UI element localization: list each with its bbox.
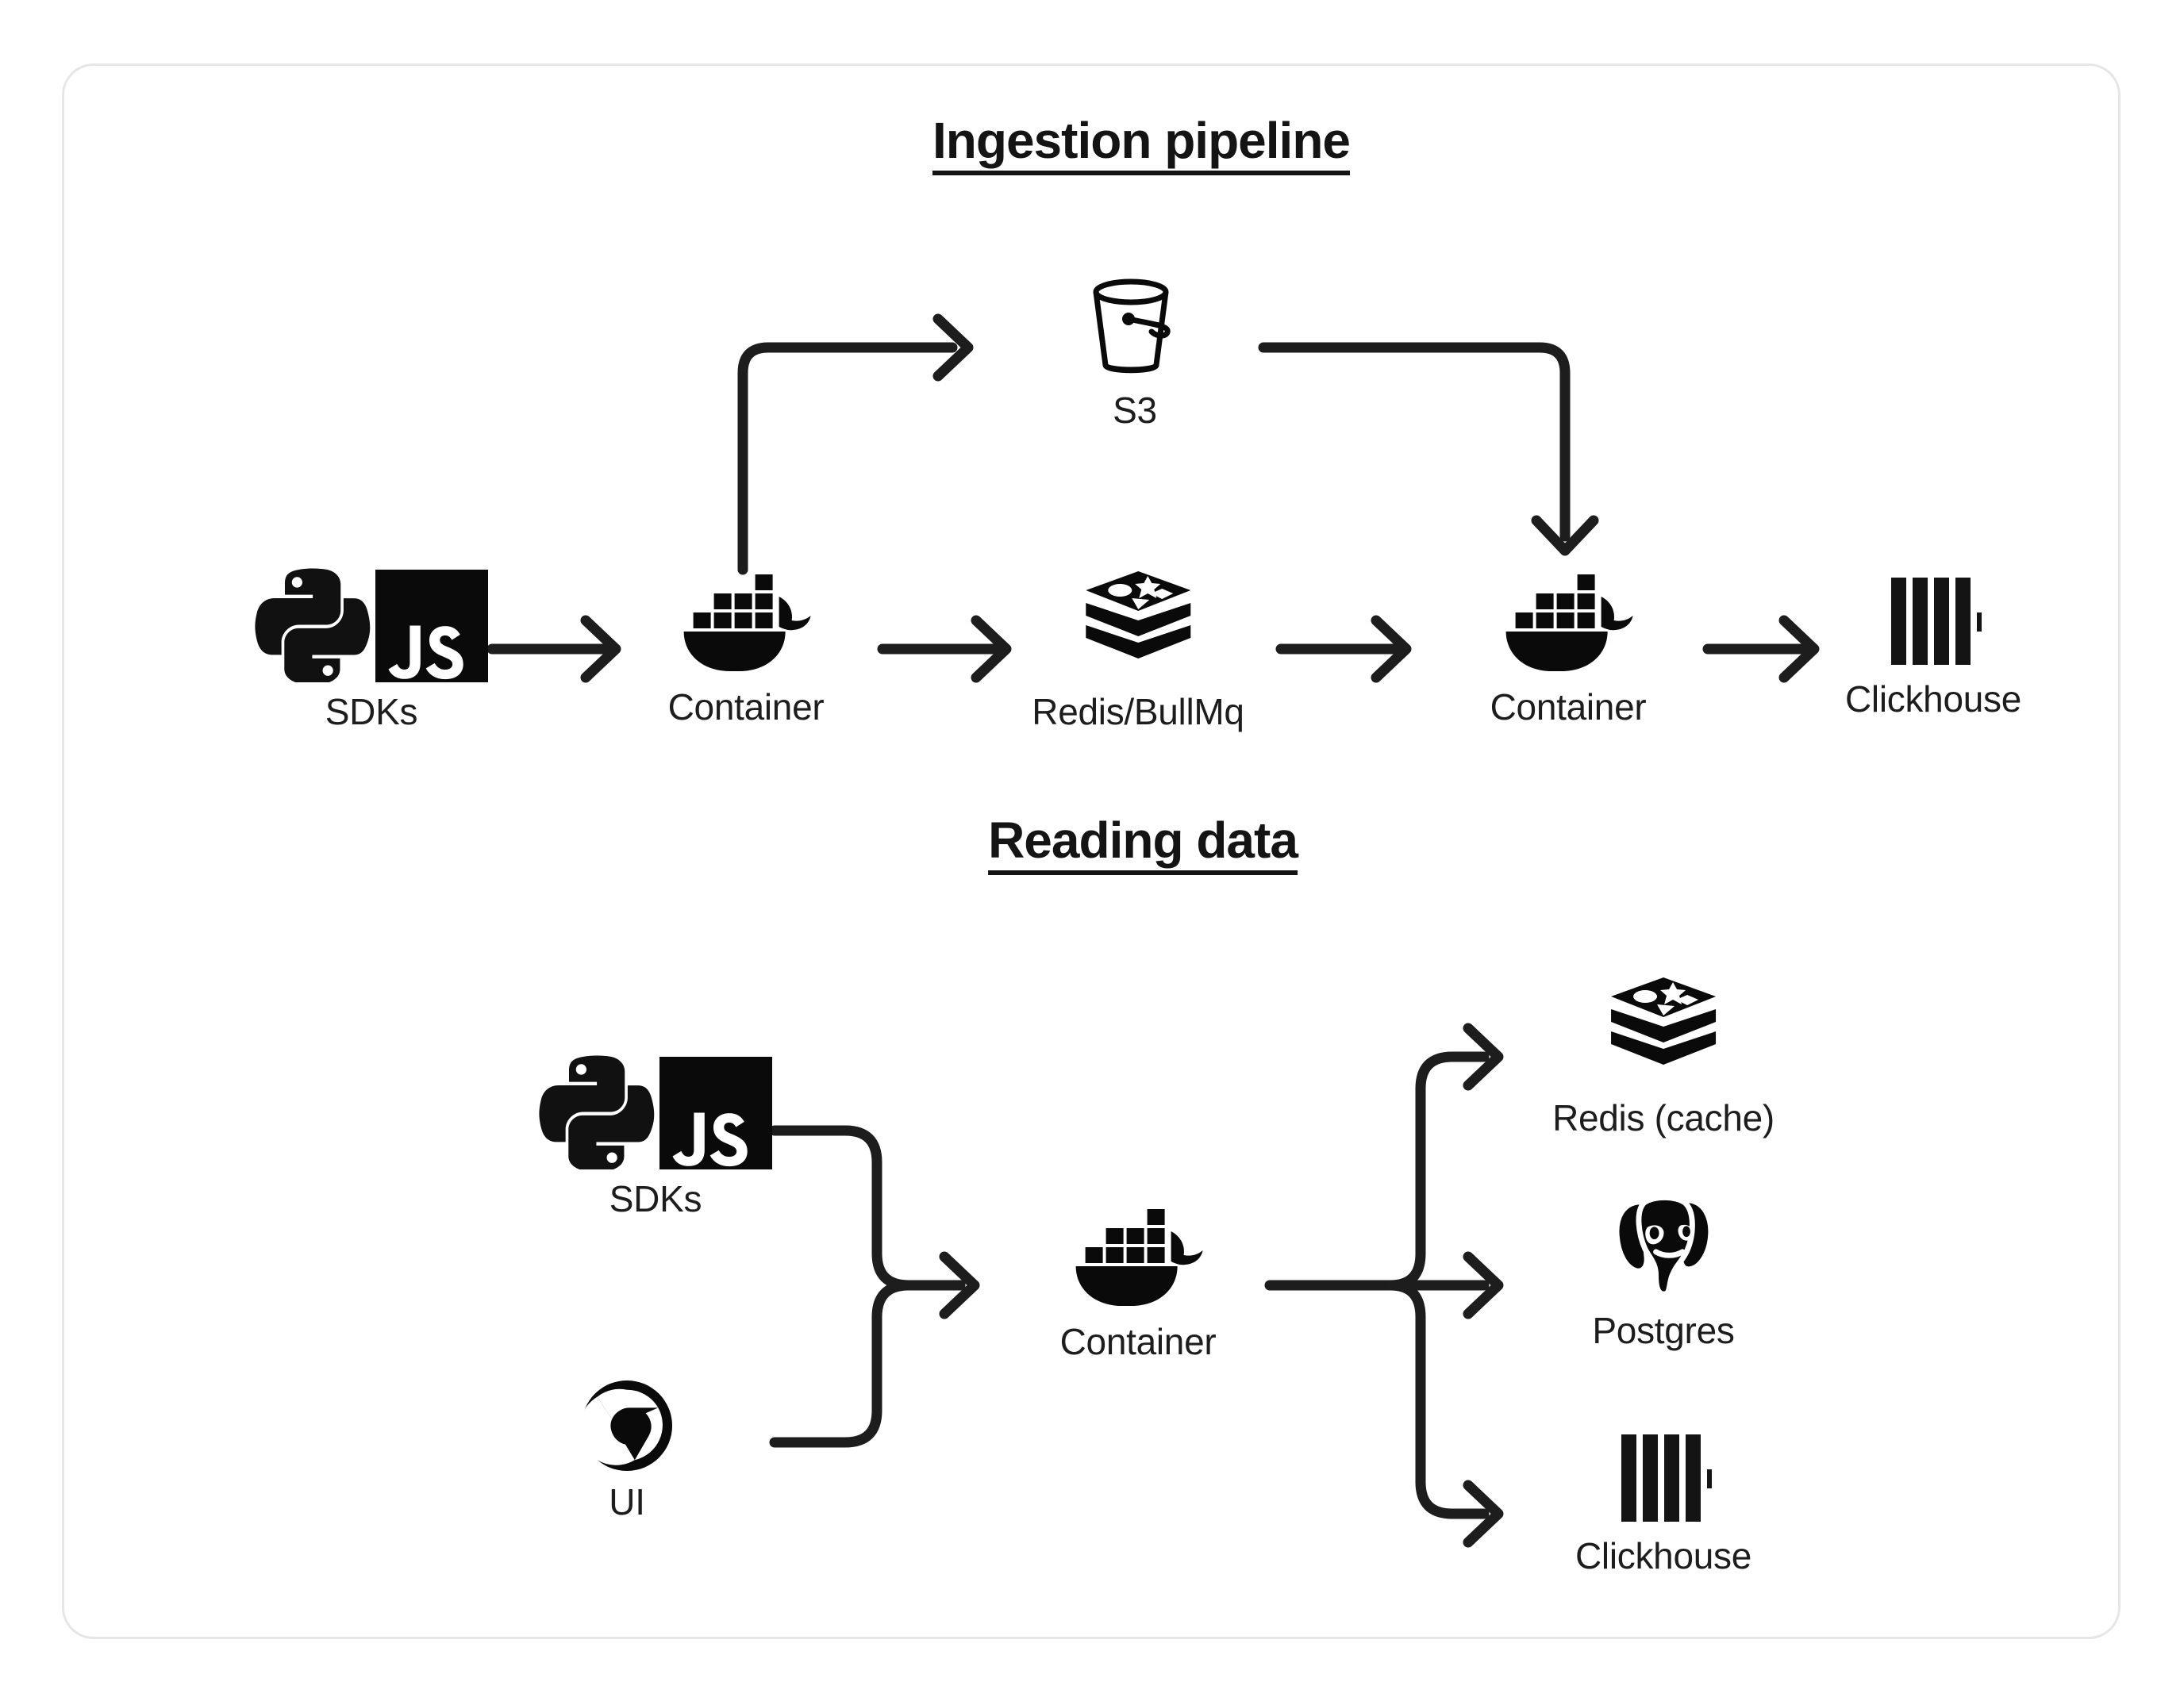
redis-icon bbox=[1086, 571, 1190, 659]
node-container-2-icons bbox=[1490, 573, 1647, 678]
edge-sdks2-to-container3 bbox=[769, 1125, 966, 1291]
node-container-2: Container bbox=[1490, 573, 1647, 728]
node-redis-cache-icons bbox=[1552, 973, 1774, 1089]
node-sdks-1: SDKs bbox=[255, 566, 488, 733]
node-redis-cache-label: Redis (cache) bbox=[1552, 1097, 1774, 1138]
node-clickhouse-2-label: Clickhouse bbox=[1575, 1535, 1751, 1576]
python-icon bbox=[255, 568, 371, 682]
node-clickhouse-1: Clickhouse bbox=[1845, 573, 2021, 720]
edge-ui-to-container3 bbox=[769, 1257, 975, 1448]
postgres-icon bbox=[1613, 1194, 1713, 1297]
edge-redis-to-container2 bbox=[1275, 620, 1406, 678]
node-container-3: Container bbox=[1060, 1208, 1217, 1363]
node-postgres-label: Postgres bbox=[1592, 1310, 1735, 1351]
node-sdks-2-label: SDKs bbox=[609, 1178, 702, 1219]
docker-icon bbox=[1505, 574, 1633, 671]
clickhouse-icon bbox=[1891, 578, 1982, 665]
node-redis-bullmq: Redis/BullMq bbox=[1032, 566, 1244, 733]
node-s3: S3 bbox=[1085, 276, 1185, 432]
node-container-1: Container bbox=[668, 573, 825, 728]
node-redis-bullmq-label: Redis/BullMq bbox=[1032, 691, 1244, 732]
clickhouse-icon bbox=[1621, 1434, 1712, 1522]
section-title-ingestion: Ingestion pipeline bbox=[932, 111, 1351, 176]
node-sdks-1-icons bbox=[255, 566, 488, 682]
edge-container3-to-redis-cache bbox=[1385, 1028, 1498, 1291]
node-s3-icons bbox=[1085, 276, 1185, 381]
edge-container1-to-s3 bbox=[737, 319, 968, 575]
edge-container3-to-clickhouse2 bbox=[1385, 1280, 1498, 1542]
node-sdks-2: SDKs bbox=[539, 1054, 772, 1220]
node-postgres: Postgres bbox=[1592, 1190, 1735, 1352]
node-sdks-1-label: SDKs bbox=[325, 691, 418, 732]
edge-sdks-to-container1 bbox=[486, 620, 616, 678]
redis-icon bbox=[1611, 977, 1716, 1065]
node-clickhouse-1-label: Clickhouse bbox=[1845, 678, 2021, 720]
node-container-2-label: Container bbox=[1490, 686, 1647, 728]
node-s3-label: S3 bbox=[1113, 390, 1157, 431]
node-container-1-icons bbox=[668, 573, 825, 678]
node-container-1-label: Container bbox=[667, 686, 825, 728]
node-ui-icons bbox=[580, 1379, 674, 1473]
edge-container2-to-clickhouse bbox=[1702, 620, 1814, 678]
node-redis-bullmq-icons bbox=[1032, 566, 1244, 682]
node-clickhouse-2-icons bbox=[1575, 1430, 1751, 1526]
node-container-3-icons bbox=[1060, 1208, 1217, 1312]
section-title-reading: Reading data bbox=[988, 811, 1298, 876]
docker-icon bbox=[1075, 1209, 1203, 1306]
javascript-icon bbox=[375, 570, 488, 682]
section-title-reading-text: Reading data bbox=[988, 813, 1298, 876]
node-redis-cache: Redis (cache) bbox=[1552, 973, 1774, 1139]
node-sdks-2-icons bbox=[539, 1054, 772, 1169]
edge-s3-to-container2 bbox=[1258, 342, 1594, 551]
edge-container1-to-redis bbox=[877, 620, 1006, 678]
node-clickhouse-2: Clickhouse bbox=[1575, 1430, 1751, 1577]
node-ui: UI bbox=[580, 1379, 674, 1523]
node-postgres-icons bbox=[1592, 1190, 1734, 1301]
chrome-icon bbox=[580, 1380, 673, 1472]
section-title-ingestion-text: Ingestion pipeline bbox=[932, 113, 1351, 176]
s3-bucket-icon bbox=[1093, 278, 1171, 374]
javascript-icon bbox=[659, 1057, 772, 1169]
node-container-3-label: Container bbox=[1059, 1321, 1217, 1362]
docker-icon bbox=[683, 574, 811, 671]
node-clickhouse-1-icons bbox=[1845, 573, 2021, 670]
diagram-card bbox=[62, 63, 2121, 1639]
python-icon bbox=[539, 1055, 655, 1169]
node-ui-label: UI bbox=[609, 1481, 645, 1522]
